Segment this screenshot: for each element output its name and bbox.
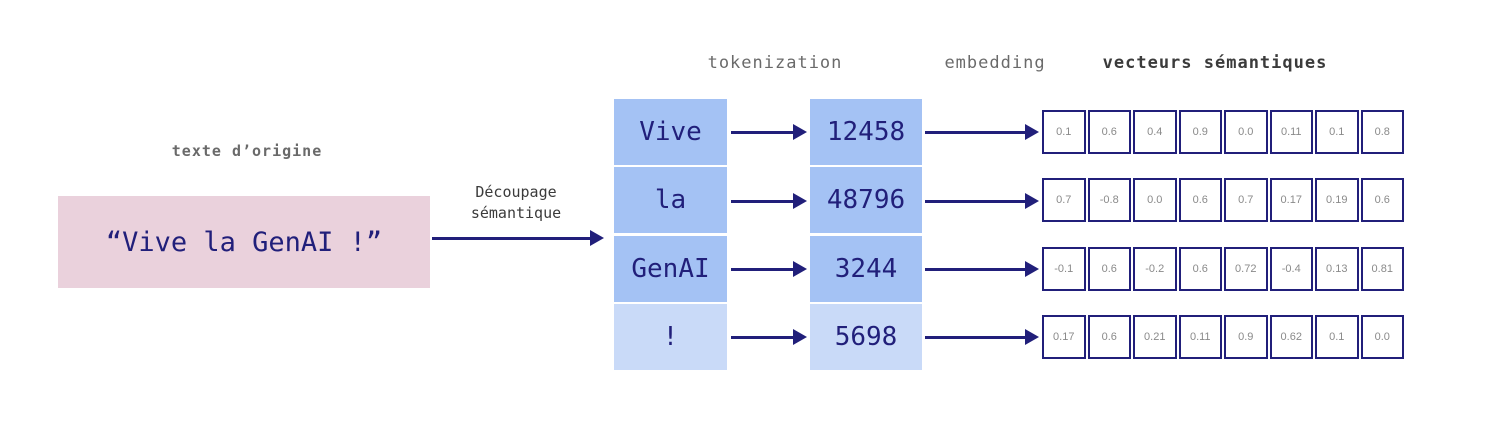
vector-cell: 0.6 <box>1087 247 1131 291</box>
token-id-text: 12458 <box>826 117 906 147</box>
vector-cell: 0.1 <box>1042 110 1086 154</box>
vector-cell: 0.6 <box>1178 247 1222 291</box>
vector-row: 0.17 0.6 0.21 0.11 0.9 0.62 0.1 0.0 <box>1042 315 1404 359</box>
vector-cell: 0.6 <box>1178 178 1222 222</box>
arrow-shaft <box>731 199 793 203</box>
source-text: “Vive la GenAI !” <box>105 226 383 258</box>
semantic-vectors-header: vecteurs sémantiques <box>1102 53 1328 73</box>
vector-cell: 0.19 <box>1315 178 1359 222</box>
tokenization-header: tokenization <box>707 53 843 73</box>
decoupage-label: Découpage sémantique <box>416 182 616 224</box>
token-to-id-arrow-icon <box>731 124 807 140</box>
vector-cell: 0.0 <box>1360 315 1404 359</box>
token-box: ! <box>614 304 727 370</box>
arrow-shaft <box>731 267 793 271</box>
token-to-id-arrow-icon <box>731 329 807 345</box>
arrow-shaft <box>925 199 1025 203</box>
vector-cell: 0.6 <box>1360 178 1404 222</box>
token-text: Vive <box>639 117 702 147</box>
id-to-vector-arrow-icon <box>925 124 1039 140</box>
token-id-box: 5698 <box>810 304 922 370</box>
token-box: la <box>614 167 727 233</box>
vector-cell: -0.2 <box>1133 247 1177 291</box>
arrow-shaft <box>731 130 793 134</box>
vector-cell: 0.62 <box>1269 315 1313 359</box>
vector-cell: 0.0 <box>1133 178 1177 222</box>
decoupage-label-line1: Découpage <box>475 183 557 201</box>
arrow-head <box>1025 329 1039 345</box>
token-box: GenAI <box>614 236 727 302</box>
vector-row: -0.1 0.6 -0.2 0.6 0.72 -0.4 0.13 0.81 <box>1042 247 1404 291</box>
vector-cell: 0.9 <box>1178 110 1222 154</box>
vector-cell: 0.6 <box>1087 110 1131 154</box>
vector-cell: -0.4 <box>1269 247 1313 291</box>
source-text-box: “Vive la GenAI !” <box>58 196 430 288</box>
vector-cell: 0.6 <box>1087 315 1131 359</box>
token-to-id-arrow-icon <box>731 193 807 209</box>
vector-row: 0.7 -0.8 0.0 0.6 0.7 0.17 0.19 0.6 <box>1042 178 1404 222</box>
vector-cell: 0.17 <box>1269 178 1313 222</box>
token-text: GenAI <box>631 254 710 284</box>
decoupage-arrow-icon <box>432 230 604 246</box>
vector-cell: 0.0 <box>1224 110 1268 154</box>
vector-cell: 0.7 <box>1224 178 1268 222</box>
token-id-text: 48796 <box>826 185 906 215</box>
vector-cell: 0.11 <box>1269 110 1313 154</box>
arrow-head <box>793 124 807 140</box>
vector-cell: 0.9 <box>1224 315 1268 359</box>
vector-cell: -0.8 <box>1087 178 1131 222</box>
vector-cell: 0.8 <box>1360 110 1404 154</box>
id-to-vector-arrow-icon <box>925 193 1039 209</box>
vector-cell: 0.1 <box>1315 315 1359 359</box>
vector-cell: 0.72 <box>1224 247 1268 291</box>
token-box: Vive <box>614 99 727 165</box>
id-to-vector-arrow-icon <box>925 329 1039 345</box>
arrow-head <box>1025 124 1039 140</box>
arrow-head <box>793 329 807 345</box>
vector-cell: 0.4 <box>1133 110 1177 154</box>
token-text: la <box>654 185 687 215</box>
vector-cell: 0.21 <box>1133 315 1177 359</box>
vector-cell: 0.11 <box>1178 315 1222 359</box>
arrow-head <box>590 230 604 246</box>
token-id-box: 48796 <box>810 167 922 233</box>
arrow-head <box>793 261 807 277</box>
token-text: ! <box>662 322 679 352</box>
vector-cell: 0.7 <box>1042 178 1086 222</box>
decoupage-label-line2: sémantique <box>470 204 562 222</box>
id-to-vector-arrow-icon <box>925 261 1039 277</box>
arrow-head <box>1025 261 1039 277</box>
vector-cell: 0.1 <box>1315 110 1359 154</box>
embedding-header: embedding <box>944 53 1046 73</box>
vector-row: 0.1 0.6 0.4 0.9 0.0 0.11 0.1 0.8 <box>1042 110 1404 154</box>
vector-cell: -0.1 <box>1042 247 1086 291</box>
arrow-shaft <box>731 335 793 339</box>
vector-cell: 0.17 <box>1042 315 1086 359</box>
token-id-text: 3244 <box>834 254 898 284</box>
token-to-id-arrow-icon <box>731 261 807 277</box>
arrow-head <box>1025 193 1039 209</box>
arrow-shaft <box>925 335 1025 339</box>
arrow-shaft <box>925 130 1025 134</box>
arrow-shaft <box>925 267 1025 271</box>
arrow-shaft <box>432 236 590 240</box>
token-id-box: 3244 <box>810 236 922 302</box>
arrow-head <box>793 193 807 209</box>
vector-cell: 0.13 <box>1315 247 1359 291</box>
vector-cell: 0.81 <box>1360 247 1404 291</box>
source-text-label: texte d’origine <box>171 142 323 160</box>
token-id-text: 5698 <box>834 322 898 352</box>
token-id-box: 12458 <box>810 99 922 165</box>
